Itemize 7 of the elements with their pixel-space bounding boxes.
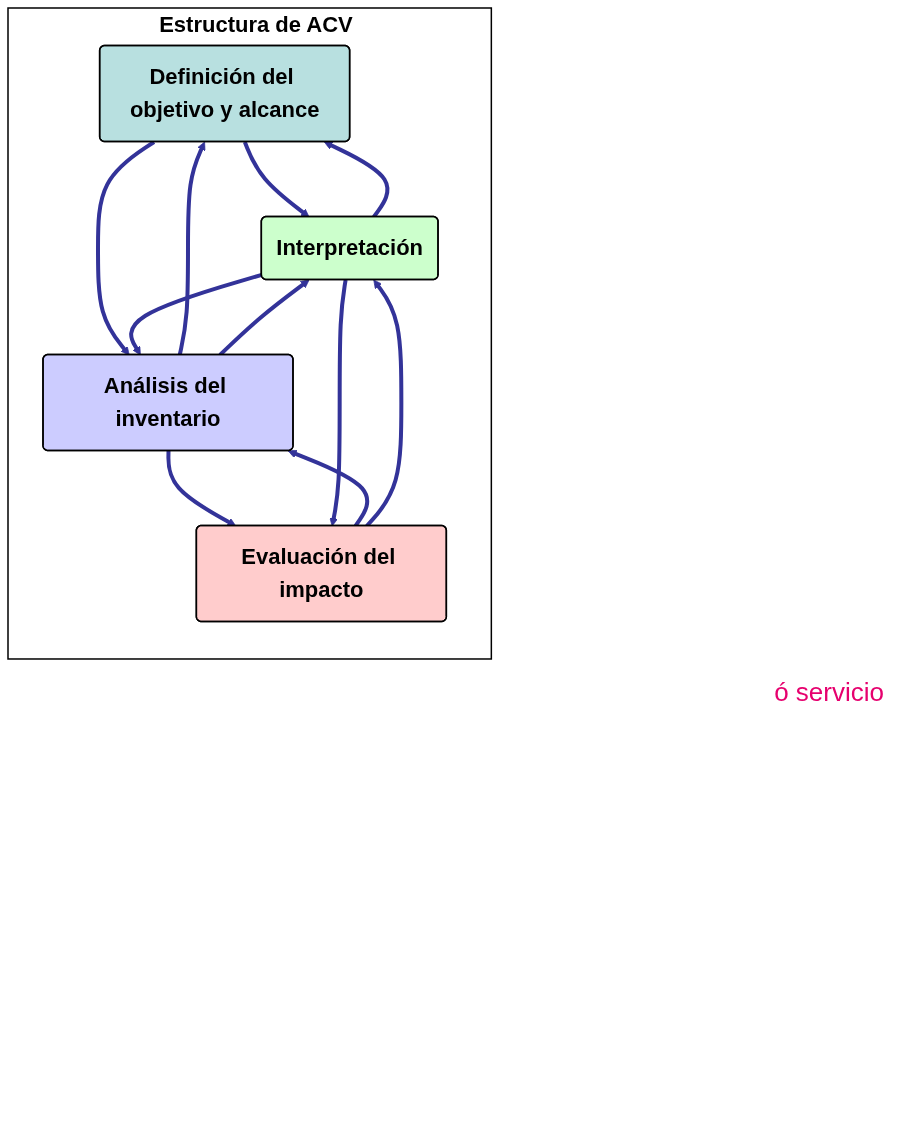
note-text: ó servicio bbox=[773, 677, 884, 708]
arrow bbox=[96, 140, 156, 356]
arrow bbox=[129, 272, 263, 356]
arrow bbox=[177, 141, 206, 356]
arrow bbox=[166, 450, 237, 527]
arrow bbox=[242, 141, 310, 218]
arrow bbox=[329, 279, 348, 527]
